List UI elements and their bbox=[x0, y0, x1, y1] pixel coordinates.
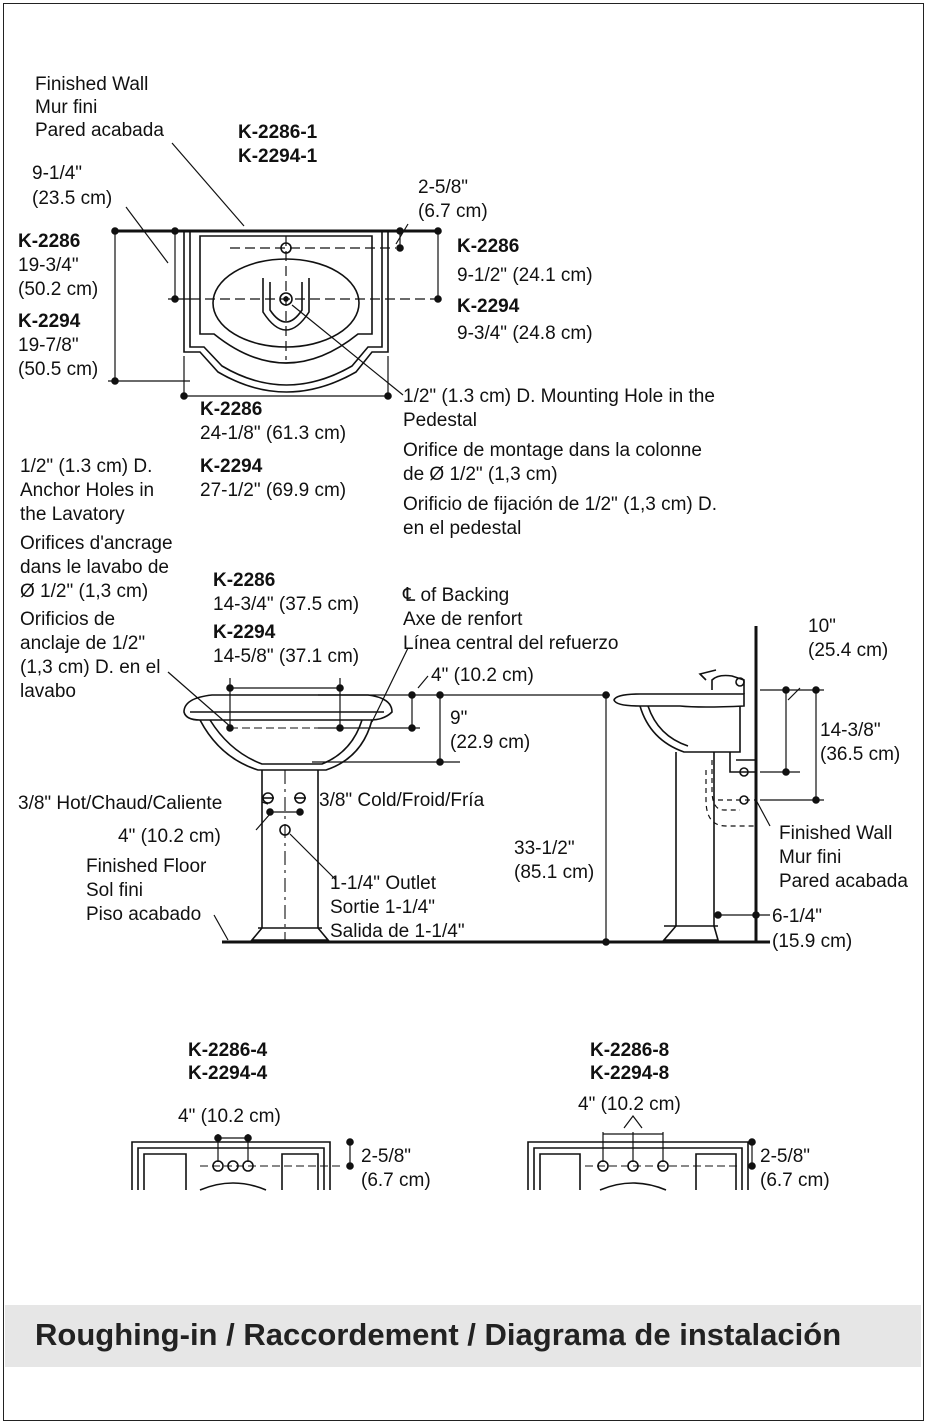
side-six-cm: (15.9 cm) bbox=[772, 931, 853, 952]
variant8-offset-in: 2-5/8" bbox=[760, 1146, 811, 1167]
backing-fr: Axe de renfort bbox=[403, 609, 523, 630]
mounting-hole-en-2: Pedestal bbox=[403, 410, 477, 431]
top-offset-in: 2-5/8" bbox=[418, 177, 469, 198]
variant4-model-2: K-2294-4 bbox=[188, 1063, 268, 1084]
top-wall-label-en: Finished Wall bbox=[35, 74, 149, 95]
width-k2294-model: K-2294 bbox=[200, 456, 263, 477]
backing-es: Línea central del refuerzo bbox=[403, 633, 619, 654]
mounting-hole-fr-1: Orifice de montage dans la colonne bbox=[403, 440, 702, 461]
anchor-en-1: 1/2" (1.3 cm) D. bbox=[20, 456, 153, 477]
dim-four-a: 4" (10.2 cm) bbox=[431, 665, 534, 686]
side-view-lavatory bbox=[613, 626, 824, 942]
side-wall-es: Pared acabada bbox=[779, 871, 908, 892]
depth-k2294-in: 19-7/8" bbox=[18, 335, 79, 356]
width-k2294-dim: 27-1/2" (69.9 cm) bbox=[200, 480, 347, 501]
mounting-hole-es-2: en el pedestal bbox=[403, 518, 522, 539]
depth-k2294-model: K-2294 bbox=[18, 311, 81, 332]
spacing-k2294-model: K-2294 bbox=[213, 622, 276, 643]
depth-k2294-cm: (50.5 cm) bbox=[18, 359, 99, 380]
variant8-model-1: K-2286-8 bbox=[590, 1040, 670, 1061]
top-model-2: K-2294-1 bbox=[238, 146, 318, 167]
side-wall-fr: Mur fini bbox=[779, 847, 842, 868]
top-model-1: K-2286-1 bbox=[238, 122, 318, 143]
dim-nine-in: 9" bbox=[450, 708, 468, 729]
height-in: 33-1/2" bbox=[514, 838, 575, 859]
anchor-fr-3: Ø 1/2" (1,3 cm) bbox=[20, 581, 149, 602]
mounting-hole-es-1: Orificio de fijación de 1/2" (1,3 cm) D. bbox=[403, 494, 718, 515]
width-k2286-model: K-2286 bbox=[200, 399, 263, 420]
variant-4-partial-view bbox=[131, 1134, 354, 1191]
depth-k2286-model: K-2286 bbox=[18, 231, 81, 252]
variant8-model-2: K-2294-8 bbox=[590, 1063, 670, 1084]
depth-k2286-cm: (50.2 cm) bbox=[18, 279, 99, 300]
side-wall-en: Finished Wall bbox=[779, 823, 893, 844]
hole-k2286-model: K-2286 bbox=[457, 236, 520, 257]
anchor-es-4: lavabo bbox=[20, 681, 76, 702]
outlet-label-es: Salida de 1-1/4" bbox=[330, 921, 465, 942]
anchor-es-2: anclaje de 1/2" bbox=[20, 633, 146, 654]
floor-label-en: Finished Floor bbox=[86, 856, 207, 877]
anchor-en-2: Anchor Holes in bbox=[20, 480, 155, 501]
outlet-label-fr: Sortie 1-1/4" bbox=[330, 897, 435, 918]
depth-k2286-in: 19-3/4" bbox=[18, 255, 79, 276]
floor-label-es: Piso acabado bbox=[86, 904, 202, 925]
top-offset-cm: (6.7 cm) bbox=[418, 201, 488, 222]
wall-offset-cm: (23.5 cm) bbox=[32, 188, 113, 209]
spacing-k2286-model: K-2286 bbox=[213, 570, 276, 591]
side-six-in: 6-1/4" bbox=[772, 906, 823, 927]
top-wall-label-es: Pared acabada bbox=[35, 120, 164, 141]
page-frame bbox=[3, 3, 924, 1421]
cold-supply-label: 3/8" Cold/Froid/Fría bbox=[319, 790, 485, 811]
anchor-fr-1: Orifices d'ancrage bbox=[20, 533, 173, 554]
side-fourteen-in: 14-3/8" bbox=[820, 720, 881, 741]
anchor-en-3: the Lavatory bbox=[20, 504, 125, 525]
variant4-offset-cm: (6.7 cm) bbox=[361, 1170, 431, 1191]
variant-8-partial-view bbox=[527, 1115, 756, 1191]
backing-en: ℄ of Backing bbox=[403, 585, 510, 606]
spacing-k2286-dim: 14-3/4" (37.5 cm) bbox=[213, 594, 360, 615]
hole-k2294-model: K-2294 bbox=[457, 296, 520, 317]
outlet-label-en: 1-1/4" Outlet bbox=[330, 873, 437, 894]
section-title-bar: Roughing-in / Raccordement / Diagrama de… bbox=[5, 1305, 921, 1367]
variant4-offset-in: 2-5/8" bbox=[361, 1146, 412, 1167]
hot-supply-label: 3/8" Hot/Chaud/Caliente bbox=[18, 793, 223, 814]
wall-offset-in: 9-1/4" bbox=[32, 163, 83, 184]
mounting-hole-fr-2: de Ø 1/2" (1,3 cm) bbox=[403, 464, 558, 485]
dim-four-b: 4" (10.2 cm) bbox=[118, 826, 221, 847]
top-view-lavatory bbox=[108, 142, 445, 400]
variant8-offset-cm: (6.7 cm) bbox=[760, 1170, 830, 1191]
height-cm: (85.1 cm) bbox=[514, 862, 595, 883]
mounting-hole-en-1: 1/2" (1.3 cm) D. Mounting Hole in the bbox=[403, 386, 715, 407]
side-ten-in: 10" bbox=[808, 616, 836, 637]
floor-label-fr: Sol fini bbox=[86, 880, 144, 901]
variant8-spacing: 4" (10.2 cm) bbox=[578, 1094, 681, 1115]
top-wall-label-fr: Mur fini bbox=[35, 97, 98, 118]
anchor-es-3: (1,3 cm) D. en el bbox=[20, 657, 161, 678]
hole-k2286-dim: 9-1/2" (24.1 cm) bbox=[457, 265, 593, 286]
anchor-fr-2: dans le lavabo de bbox=[20, 557, 169, 578]
hole-k2294-dim: 9-3/4" (24.8 cm) bbox=[457, 323, 593, 344]
variant4-spacing: 4" (10.2 cm) bbox=[178, 1106, 281, 1127]
front-view-lavatory bbox=[167, 647, 770, 946]
anchor-es-1: Orificios de bbox=[20, 609, 116, 630]
side-fourteen-cm: (36.5 cm) bbox=[820, 744, 901, 765]
spacing-k2294-dim: 14-5/8" (37.1 cm) bbox=[213, 646, 360, 667]
width-k2286-dim: 24-1/8" (61.3 cm) bbox=[200, 423, 347, 444]
section-title: Roughing-in / Raccordement / Diagrama de… bbox=[35, 1317, 842, 1352]
variant4-model-1: K-2286-4 bbox=[188, 1040, 268, 1061]
dim-nine-cm: (22.9 cm) bbox=[450, 732, 531, 753]
side-ten-cm: (25.4 cm) bbox=[808, 640, 889, 661]
